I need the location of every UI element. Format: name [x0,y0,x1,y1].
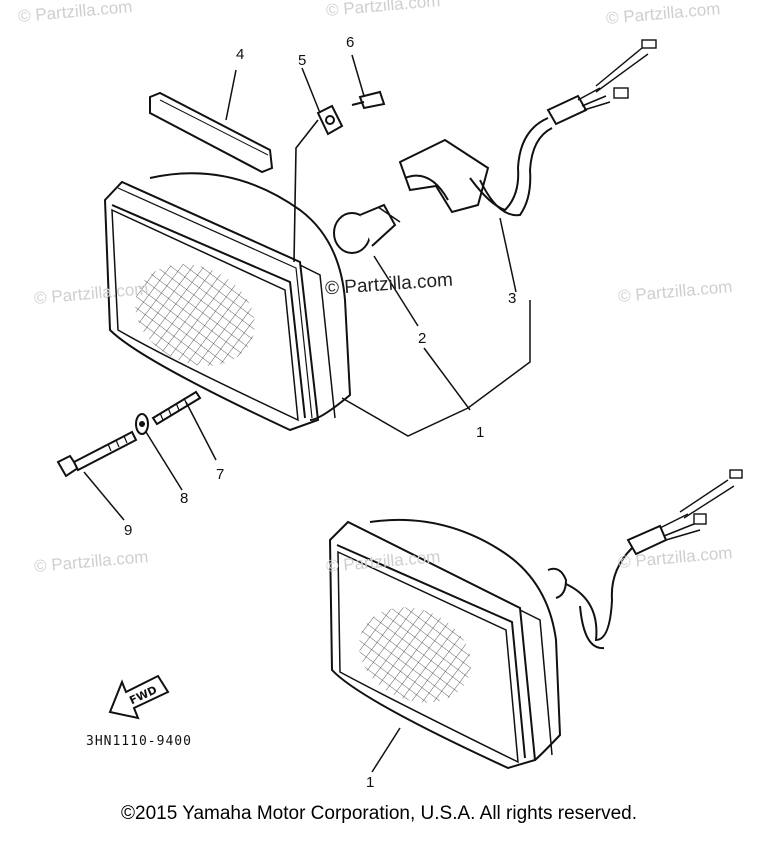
diagram-code: 3HN1110-9400 [86,734,192,749]
part-9-bolt [56,430,138,478]
part-2-bulb [333,203,401,254]
callout-8: 8 [180,490,189,507]
part-7-screw [151,390,202,426]
leader-lines-upper [83,54,531,521]
callout-3: 3 [508,290,517,307]
fwd-arrow-icon: FWD [108,674,170,720]
callout-9: 9 [124,522,133,539]
callout-7: 7 [216,466,225,483]
headlight-upper [103,172,352,432]
callout-1-lower: 1 [366,774,375,791]
part-4-bracket [149,91,274,174]
part-3-socket-harness [398,39,657,217]
copyright-notice: ©2015 Yamaha Motor Corporation, U.S.A. A… [121,803,637,824]
leader-line-lower [371,727,401,773]
callout-5: 5 [298,52,307,69]
callout-4: 4 [236,46,245,63]
headlight-lower [328,469,743,770]
callout-1-upper: 1 [476,424,485,441]
callout-6: 6 [346,34,355,51]
part-5-clip [293,104,344,263]
part-8-washer [135,413,149,435]
callout-2: 2 [418,330,427,347]
part-6-screw [351,90,386,110]
